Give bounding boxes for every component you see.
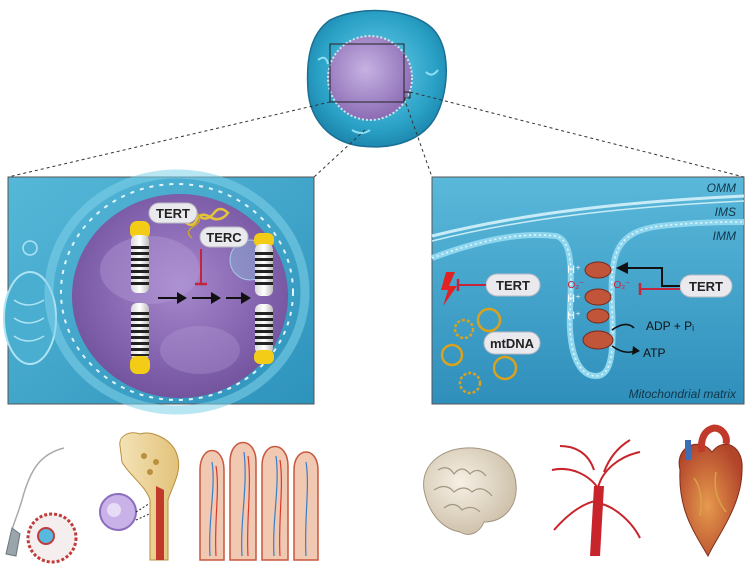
superoxide-label-left: O₂⁻: [568, 280, 585, 291]
oocyte-icon: [26, 512, 78, 564]
h-ion-label-2: H⁺: [567, 293, 581, 305]
nucleus-zoom-box: [329, 43, 405, 103]
mtdna-label: mtDNA: [490, 336, 535, 351]
h-ion-label-3: H⁺: [567, 310, 581, 322]
tert-label-right: TERT: [689, 279, 723, 294]
h-ion-label-1: H⁺: [567, 264, 581, 276]
tert-label-nucleus: TERT: [156, 206, 190, 221]
mtdna-rings: [440, 307, 518, 395]
chromosome-elongated: [254, 233, 274, 364]
brain-icon: [423, 447, 517, 535]
atp-label: ATP: [643, 346, 665, 360]
telomere-top: [130, 221, 150, 239]
elongation-arrows: [158, 292, 251, 304]
chromosome-short: [130, 221, 150, 374]
nucleus-panel: TERT TERC: [3, 169, 315, 415]
omm-label: OMM: [707, 181, 736, 195]
inner-membrane: [430, 219, 745, 380]
stem-cell-icon: [99, 493, 159, 531]
atp-synthase-icon: [582, 330, 614, 350]
tert-label-left: TERT: [496, 278, 530, 293]
terc-label: TERC: [206, 230, 242, 245]
tissue-row: [5, 424, 743, 564]
mito-zoom-box: [403, 91, 411, 99]
matrix-label: Mitochondrial matrix: [629, 387, 737, 401]
cell-illustration: [306, 9, 447, 148]
bone-marrow-icon: [119, 432, 180, 561]
adp-label: ADP + Pᵢ: [646, 319, 694, 333]
cell-nucleus: [327, 35, 413, 121]
ims-label: IMS: [715, 205, 736, 219]
nuclear-envelope: [60, 183, 294, 401]
lightning-damage-icon: [441, 272, 457, 306]
mtdna-badge: [483, 331, 541, 355]
terc-badge: [199, 226, 249, 248]
respiratory-complexes: [582, 261, 614, 350]
telomere-bottom: [130, 356, 150, 374]
mitochondrion-panel: OMM IMS IMM Mitochondrial matrix H⁺ H⁺ H…: [430, 176, 745, 405]
heart-icon: [678, 424, 743, 558]
outer-membrane: [431, 194, 745, 238]
artery-icon: [551, 439, 641, 556]
superoxide-label-right: O₂⁻: [614, 280, 631, 291]
activation-arrow: [626, 267, 680, 287]
intestine-villi-icon: [199, 441, 319, 561]
tert-badge-nucleus: [148, 202, 198, 224]
sperm-icon: [5, 447, 65, 557]
zoom-lines: [7, 91, 745, 178]
imm-label: IMM: [713, 229, 736, 243]
